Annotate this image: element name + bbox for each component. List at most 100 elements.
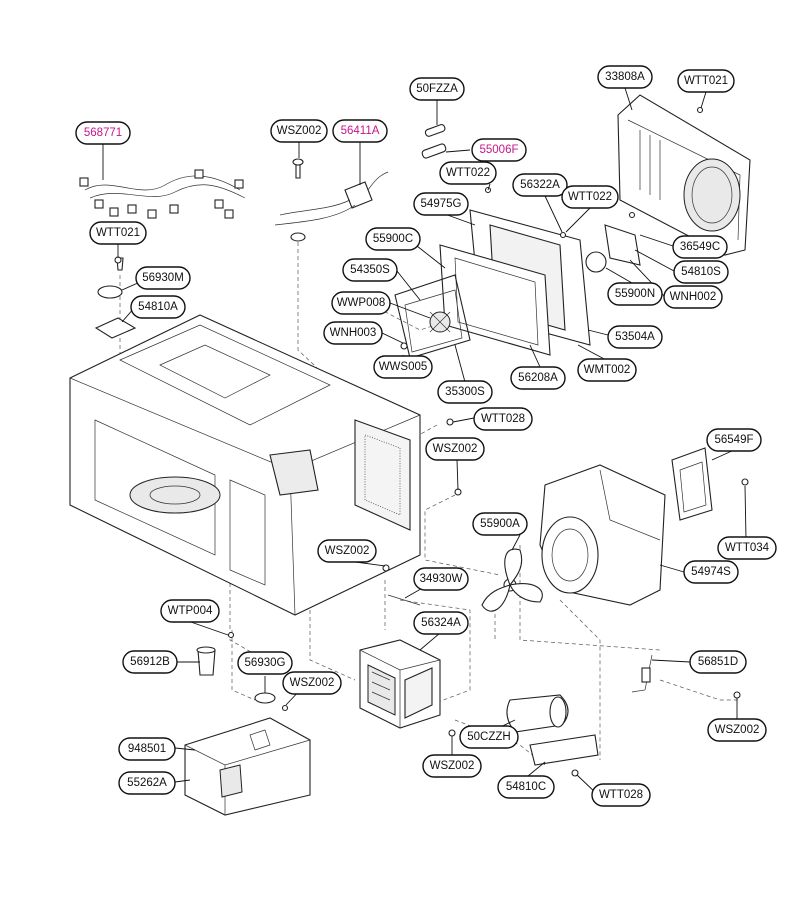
base-assembly-55262a-part [184,717,311,816]
fan-motor-56549f-part [671,447,749,521]
callout-text: WTT034 [725,542,770,554]
callout-54975g: 54975G [413,192,469,216]
callout-56930m: 56930M [135,266,191,290]
callout-text: 53504A [615,331,655,343]
callout-text: WMT002 [584,364,631,376]
callout-36549c: 36549C [672,235,728,259]
callout-text: WWS005 [379,361,428,373]
callout-55900n: 55900N [607,282,663,306]
callout-text: WWP008 [337,297,386,309]
callout-55262a: 55262A [118,771,176,795]
callout-33808a: 33808A [597,65,653,89]
callout-56208a: 56208A [510,366,566,390]
magnetron-56324a-part [359,639,441,729]
callout-54974s: 54974S [683,560,739,584]
antenna-34930w-part [382,564,421,606]
callout-text: 55900A [480,518,520,530]
callout-wsz002-left-middle: WSZ002 [317,539,377,563]
leader-lines [102,87,747,796]
callout-text: WNH003 [330,327,377,339]
callout-text: 56549F [714,434,753,446]
callout-text: 55900C [373,233,413,245]
thermostat-56930g-part [227,631,289,712]
callout-56322a: 56322A [512,173,568,197]
diode-56851d-part [631,654,653,693]
fuse-parts [421,124,447,159]
callout-568771: 568771 [75,121,131,145]
thermistor-56912b-part [196,646,216,676]
fan-blade-55900a-part [481,548,543,612]
callout-948501: 948501 [118,737,176,761]
callout-text: 34930W [420,573,463,585]
callout-54810s: 54810S [673,260,729,284]
callout-text: WTP004 [168,605,213,617]
oven-cavity-part [69,314,421,616]
callout-55900c: 55900C [365,227,421,251]
callout-text: 56208A [518,372,558,384]
heater-part [394,274,471,359]
callout-text: 54810C [506,781,546,793]
callout-wtt022-right: WTT022 [561,185,619,209]
thermostat-56930m-part [94,257,137,339]
callout-wsz002-top: WSZ002 [270,119,328,143]
callout-text: 50FZZA [416,83,458,95]
callout-text: 56930G [245,657,286,669]
callout-text: WNH002 [670,291,717,303]
callout-text: 36549C [680,241,720,253]
callout-56930g: 56930G [237,651,293,675]
callout-text: WSZ002 [290,677,335,689]
callout-text: 56322A [520,179,560,191]
callout-wsz002-bottom-right: WSZ002 [707,718,767,742]
wire-harness-part [79,169,246,219]
callout-wtt021-left: WTT021 [89,221,147,245]
callout-text: 56912B [130,656,170,668]
callout-text: WTT028 [481,413,525,425]
callout-53504a: 53504A [607,325,663,349]
callout-50czzh: 50CZZH [459,725,519,749]
callout-text: 56324A [421,617,461,629]
callout-text: 55262A [127,777,167,789]
callout-text: 55900N [615,288,655,300]
callout-wsz002-middle: WSZ002 [425,437,485,461]
callout-56411a: 56411A [332,119,388,143]
callout-wwp008: WWP008 [331,291,391,315]
callout-text: WSZ002 [277,125,322,137]
callout-wtp004: WTP004 [160,599,220,623]
callout-34930w: 34930W [413,567,469,591]
callout-text: 54350S [350,264,390,276]
callout-wsz002-bottom: WSZ002 [422,754,482,778]
control-panel-parts [439,209,641,356]
capacitor-50czzh-part [506,694,599,777]
callout-55900a: 55900A [472,512,528,536]
callout-text: 56411A [341,125,380,137]
callout-text: 54810A [138,301,178,313]
fan-duct-54974s-part [539,464,666,606]
callout-wnh003: WNH003 [323,321,383,345]
callout-54810c: 54810C [497,775,555,799]
callout-text: 33808A [605,71,645,83]
callout-text: WTT021 [96,227,140,239]
callout-wtt028-bottom: WTT028 [591,783,651,807]
callout-wnh002: WNH002 [663,285,723,309]
callout-wws005: WWS005 [373,355,433,379]
callout-50fzza: 50FZZA [409,77,465,101]
callout-55006f: 55006F [471,138,527,162]
callout-text: 35300S [445,386,485,398]
callout-text: 55006F [479,144,518,156]
callout-56324a: 56324A [413,611,469,635]
thermal-fuse-56411a-part [274,158,389,242]
callout-text: WSZ002 [715,724,760,736]
callout-text: WSZ002 [430,760,475,772]
callout-text: 56930M [142,272,184,284]
callout-54810a: 54810A [130,295,186,319]
callout-text: WTT021 [684,75,728,87]
callout-text: WTT022 [446,167,490,179]
callout-labels: 568771 WSZ002 56411A 50FZZA 55006F WTT02… [75,65,777,807]
callout-wtt034: WTT034 [717,536,777,560]
callout-text: 54975G [421,198,462,210]
callout-wsz002-lower-left: WSZ002 [282,671,342,695]
callout-wtt028-middle: WTT028 [473,407,533,431]
callout-56851d: 56851D [689,650,747,674]
fan-cover-33808a-part [617,94,751,256]
callout-text: 948501 [128,743,166,755]
